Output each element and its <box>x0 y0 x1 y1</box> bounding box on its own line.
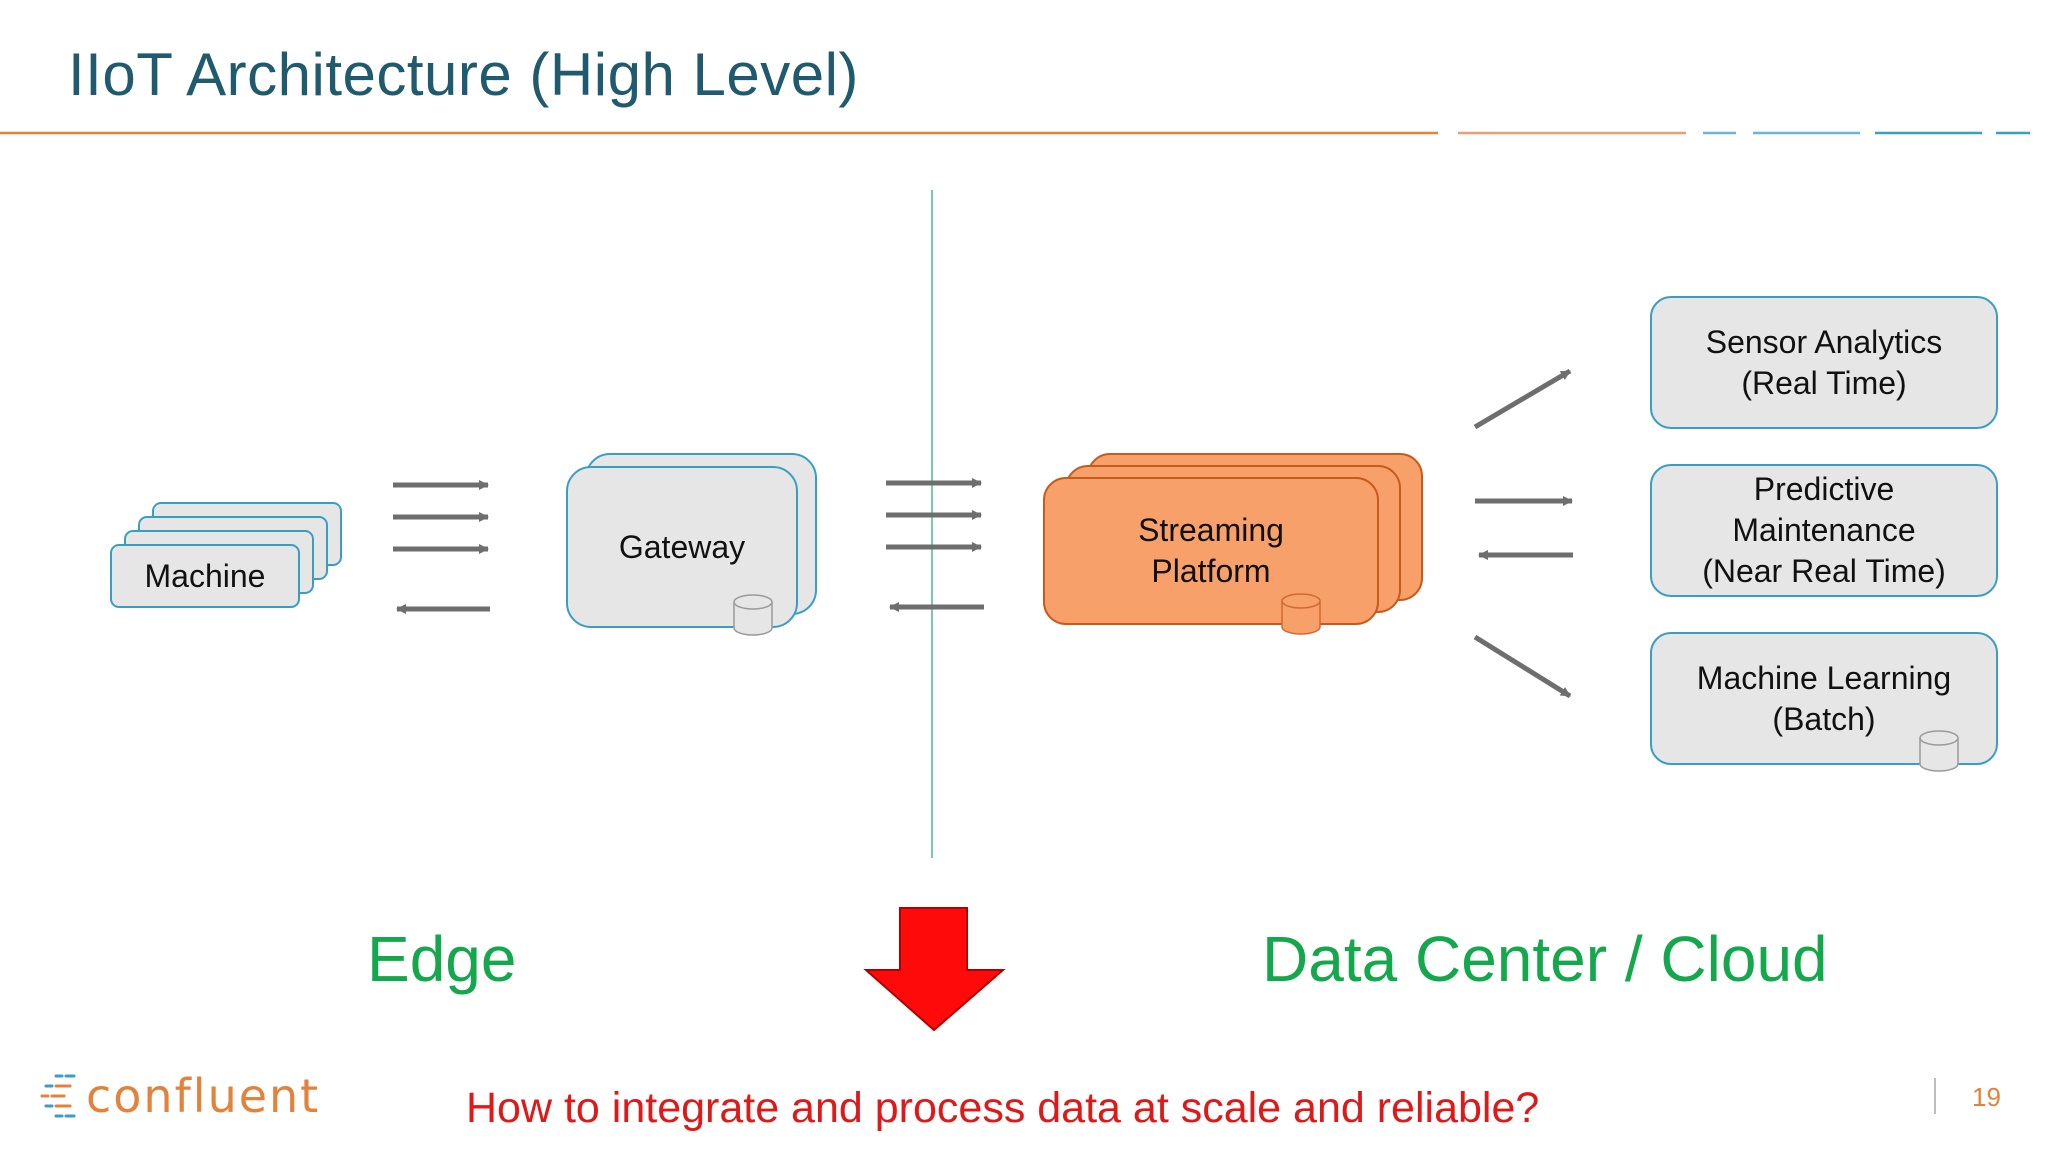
question-text: How to integrate and process data at sca… <box>466 1084 1540 1132</box>
machine-learning-database-icon <box>1919 730 1959 772</box>
sensor-analytics-label: Sensor Analytics (Real Time) <box>1705 323 1943 401</box>
predictive-maintenance-label: Predictive Maintenance (Near Real Time) <box>1702 471 1946 589</box>
down-arrow-icon <box>863 907 1006 1032</box>
streaming-database-icon <box>1281 593 1321 635</box>
confluent-logo: confluent <box>40 1066 320 1126</box>
streaming-consumer-arrows <box>1473 368 1573 699</box>
edge-label: Edge <box>367 923 517 995</box>
sensor-analytics-box <box>1650 296 1998 429</box>
page-number: 19 <box>1972 1082 2001 1112</box>
machine-learning-box <box>1650 632 1998 765</box>
gateway-label: Gateway <box>618 528 746 565</box>
confluent-logo-icon <box>40 1074 76 1118</box>
machine-stack <box>110 502 342 608</box>
gateway-box <box>566 453 817 628</box>
slide-title: IIoT Architecture (High Level) <box>68 41 859 108</box>
machine-label: Machine <box>144 557 266 594</box>
page-number-divider <box>1934 1078 1936 1114</box>
gateway-database-icon <box>733 594 773 636</box>
streaming-platform-stack <box>1043 453 1423 625</box>
cloud-label: Data Center / Cloud <box>1262 923 1828 995</box>
predictive-maintenance-box <box>1650 464 1998 597</box>
logo-wordmark: confluent <box>86 1069 321 1123</box>
machine-learning-label: Machine Learning (Batch) <box>1696 659 1952 737</box>
gateway-streaming-arrows <box>886 478 984 612</box>
machine-gateway-arrows <box>393 480 490 614</box>
streaming-platform-label: Streaming Platform <box>1138 512 1284 589</box>
